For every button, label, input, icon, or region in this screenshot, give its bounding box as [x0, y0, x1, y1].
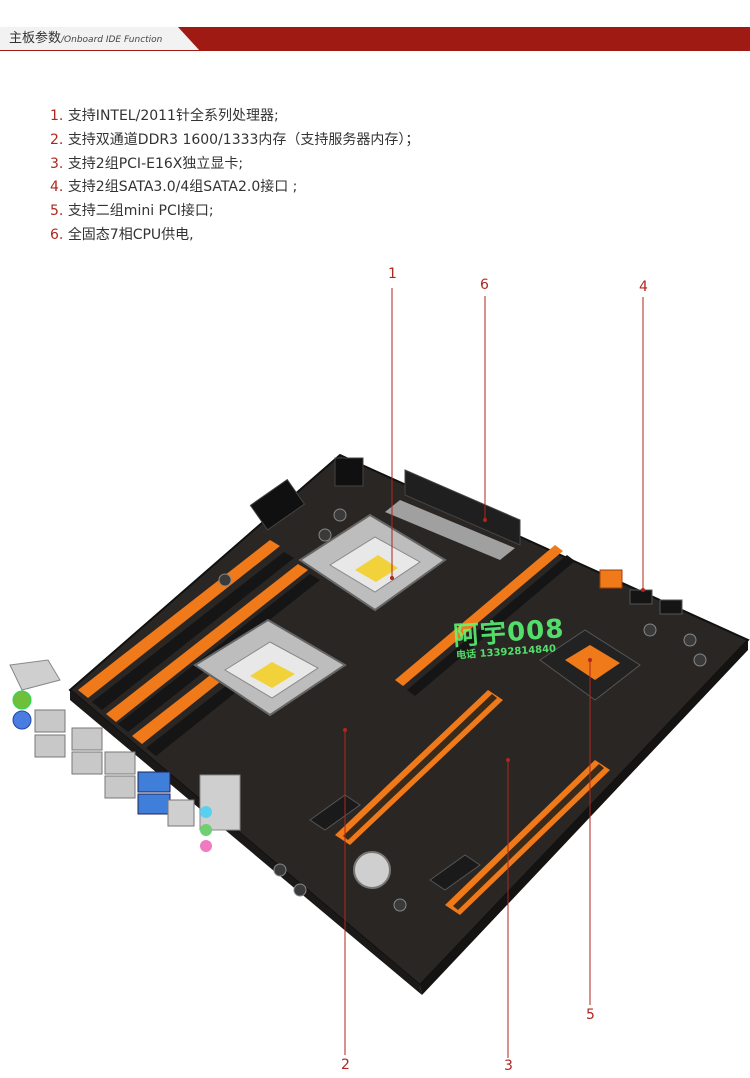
header-title-sub: /Onboard IDE Function	[61, 35, 163, 45]
header-title: 主板参数/Onboard IDE Function	[9, 31, 162, 48]
callout-2: 2	[341, 1057, 350, 1073]
callout-3: 3	[504, 1058, 513, 1074]
feature-list: 1. 支持INTEL/2011针全系列处理器; 2. 支持双通道DDR3 160…	[50, 105, 419, 248]
cpu-power-connector	[334, 457, 364, 487]
header-bar	[0, 27, 750, 51]
feature-number: 2.	[50, 131, 64, 148]
atx-power-connector	[249, 478, 306, 531]
feature-text: 支持2组SATA3.0/4组SATA2.0接口 ;	[67, 179, 298, 196]
feature-item: 5. 支持二组mini PCI接口;	[50, 200, 419, 224]
feature-item: 6. 全固态7相CPU供电,	[50, 224, 419, 248]
cpu-socket-2	[193, 618, 347, 717]
feature-text: 支持2组PCI-E16X独立显卡;	[67, 155, 244, 172]
pcie-slot-2	[445, 760, 610, 915]
feature-text: 支持INTEL/2011针全系列处理器;	[67, 108, 279, 124]
callout-5: 5	[586, 1007, 595, 1023]
feature-number: 6.	[50, 226, 64, 243]
feature-number: 4.	[50, 179, 64, 196]
sata-ports	[599, 569, 683, 615]
feature-item: 3. 支持2组PCI-E16X独立显卡;	[50, 153, 419, 177]
callout-6: 6	[480, 277, 489, 293]
feature-item: 2. 支持双通道DDR3 1600/1333内存（支持服务器内存）；	[50, 129, 419, 153]
feature-number: 5.	[50, 203, 64, 220]
callout-1: 1	[388, 266, 397, 282]
feature-text: 支持双通道DDR3 1600/1333内存（支持服务器内存）；	[67, 131, 420, 148]
feature-number: 1.	[50, 108, 64, 124]
capacitors	[218, 508, 707, 912]
cpu-socket-1	[298, 513, 447, 612]
vrm-heatsink	[385, 469, 521, 560]
feature-item: 1. 支持INTEL/2011针全系列处理器;	[50, 105, 419, 129]
mini-pci-slots	[309, 794, 481, 891]
feature-text: 全固态7相CPU供电,	[67, 226, 194, 243]
callout-4: 4	[639, 279, 648, 295]
header-title-main: 主板参数	[9, 31, 62, 46]
callout-lines	[344, 288, 644, 1058]
pcie-slot-1	[335, 690, 503, 845]
feature-item: 4. 支持2组SATA3.0/4组SATA2.0接口 ;	[50, 176, 419, 200]
feature-number: 3.	[50, 155, 64, 172]
feature-text: 支持二组mini PCI接口;	[67, 203, 214, 220]
cmos-battery	[353, 851, 391, 889]
dimm-slots-right	[395, 545, 575, 696]
rear-io-panel	[9, 659, 241, 852]
